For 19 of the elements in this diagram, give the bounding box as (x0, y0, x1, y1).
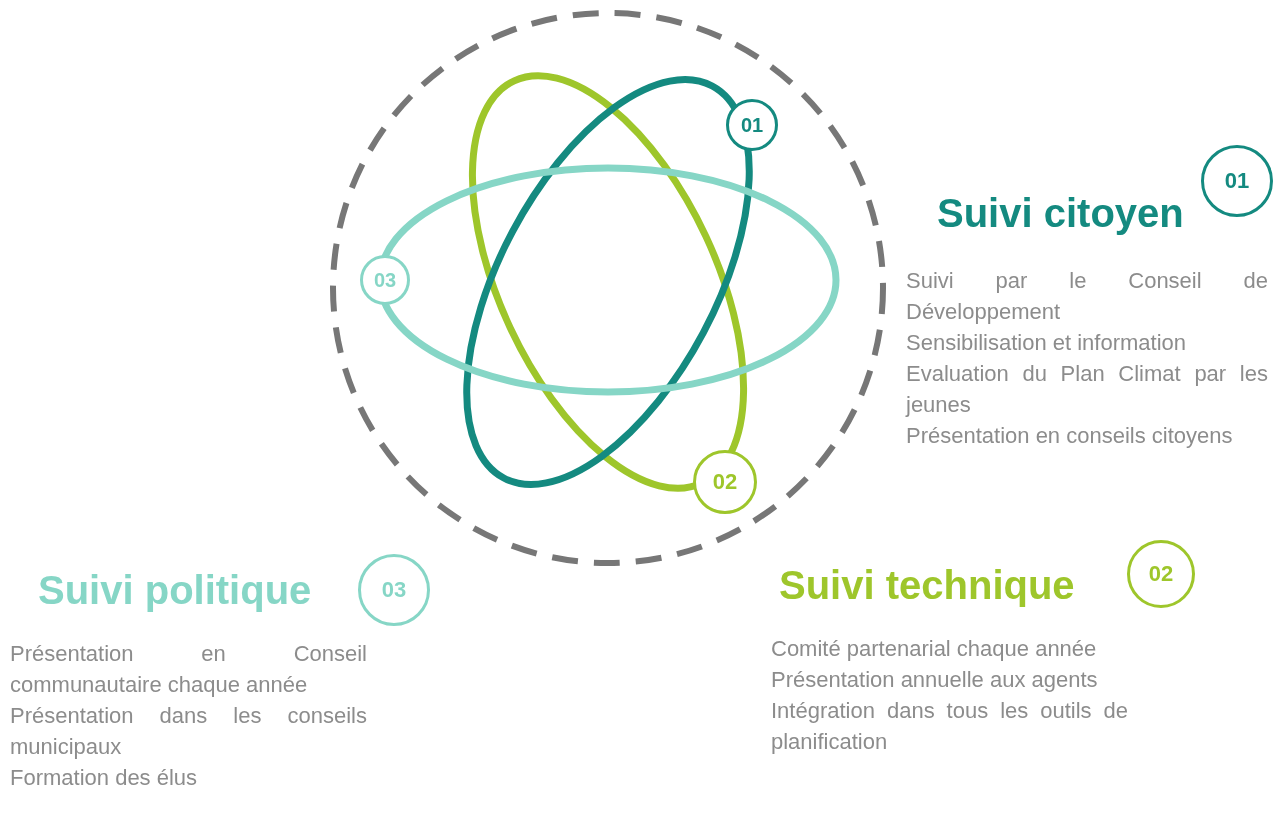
number-badge: 01 (1201, 145, 1273, 217)
bullet-text: Présentation annuelle aux agents (771, 666, 1099, 694)
bullet-text: Présentation dans les conseils municipaux (10, 702, 367, 761)
bullet-text: Présentation en Conseil communautaire chaque année (10, 640, 367, 699)
bullet-text: Présentation en conseils citoyens (906, 422, 1234, 450)
section-heading: Suivi citoyen (937, 190, 1184, 236)
number-badge: 03 (360, 255, 410, 305)
bullet-text: Evaluation du Plan Climat par les jeunes (906, 360, 1268, 419)
bullet-text: Sensibilisation et information (906, 329, 1188, 357)
number-badge: 02 (1127, 540, 1195, 608)
bullet-text: Formation des élus (10, 764, 199, 792)
section-heading: Suivi technique (779, 562, 1075, 608)
number-badge: 03 (358, 554, 430, 626)
section-heading: Suivi politique (38, 567, 312, 613)
bullet-text: Comité partenarial chaque année (771, 635, 1098, 663)
number-badge: 01 (726, 99, 778, 151)
number-badge: 02 (693, 450, 757, 514)
bullet-text: Suivi par le Conseil de Développement (906, 267, 1268, 326)
bullet-text: Intégration dans tous les outils de planification (771, 697, 1128, 756)
